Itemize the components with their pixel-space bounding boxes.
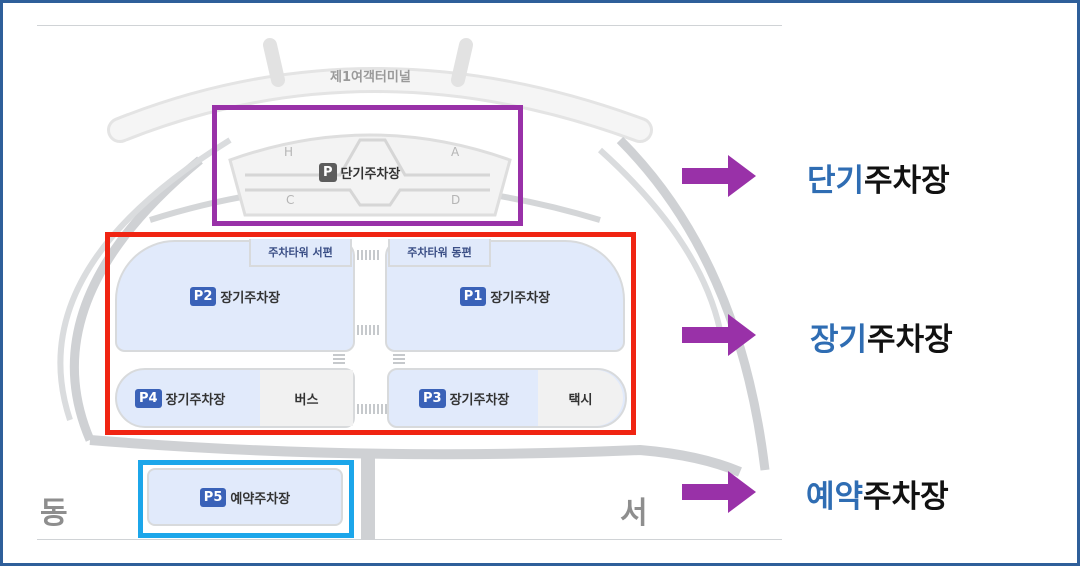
tower-east[interactable]: 주차타워 동편 [388, 239, 491, 267]
p4-lot-name: 장기주차장 [165, 392, 226, 408]
legend-rest: 주차장 [863, 479, 949, 515]
parking-p-icon: P [319, 163, 337, 182]
compass-east: 동 [40, 496, 68, 531]
terminal-label: 제1여객터미널 [330, 70, 411, 85]
legend-accent: 단기 [807, 163, 865, 199]
p3-lot-name: 장기주차장 [449, 392, 510, 408]
gate-h-label: H [284, 145, 294, 159]
gate-d-label: D [451, 193, 461, 207]
reserved-highlight-box [138, 460, 354, 538]
crosswalk [357, 250, 381, 260]
long-term-highlight-box [105, 232, 636, 435]
gate-c-label: C [286, 193, 295, 207]
p2-badge: P2 [189, 286, 217, 306]
road-lines [57, 38, 770, 540]
taxi-area[interactable]: 택시 [538, 370, 623, 426]
crosswalk [357, 325, 381, 335]
p1-badge: P1 [459, 286, 487, 306]
legend-short-term: 단기주차장 [807, 155, 950, 200]
legend-accent: 예약 [806, 479, 864, 515]
legend-reserved: 예약주차장 [806, 471, 949, 516]
legend-rest: 주차장 [867, 322, 953, 358]
crosswalk [393, 352, 405, 364]
p5-lot-name: 예약주차장 [230, 491, 291, 507]
p5-badge: P5 [199, 487, 227, 507]
p2-lot-name: 장기주차장 [220, 290, 281, 306]
tower-west[interactable]: 주차타워 서편 [249, 239, 352, 267]
p4-badge: P4 [135, 388, 162, 408]
top-divider [37, 25, 782, 26]
p3-badge: P3 [419, 388, 446, 408]
legend-long-term: 장기주차장 [810, 314, 953, 359]
arrow-right-icon [682, 155, 756, 197]
p1-lot-name: 장기주차장 [490, 290, 551, 306]
legend-accent: 장기 [810, 322, 868, 358]
arrow-right-icon [682, 471, 756, 513]
bus-area[interactable]: 버스 [260, 370, 353, 426]
legend-rest: 주차장 [864, 163, 950, 199]
short-term-highlight-box [212, 105, 523, 226]
crosswalk [333, 352, 345, 364]
compass-west: 서 [620, 496, 648, 531]
short-term-lot-name: 단기주차장 [340, 167, 401, 182]
gate-a-label: A [451, 145, 460, 159]
arrow-right-icon [682, 314, 756, 356]
bottom-divider [37, 539, 782, 540]
crosswalk [357, 404, 387, 414]
